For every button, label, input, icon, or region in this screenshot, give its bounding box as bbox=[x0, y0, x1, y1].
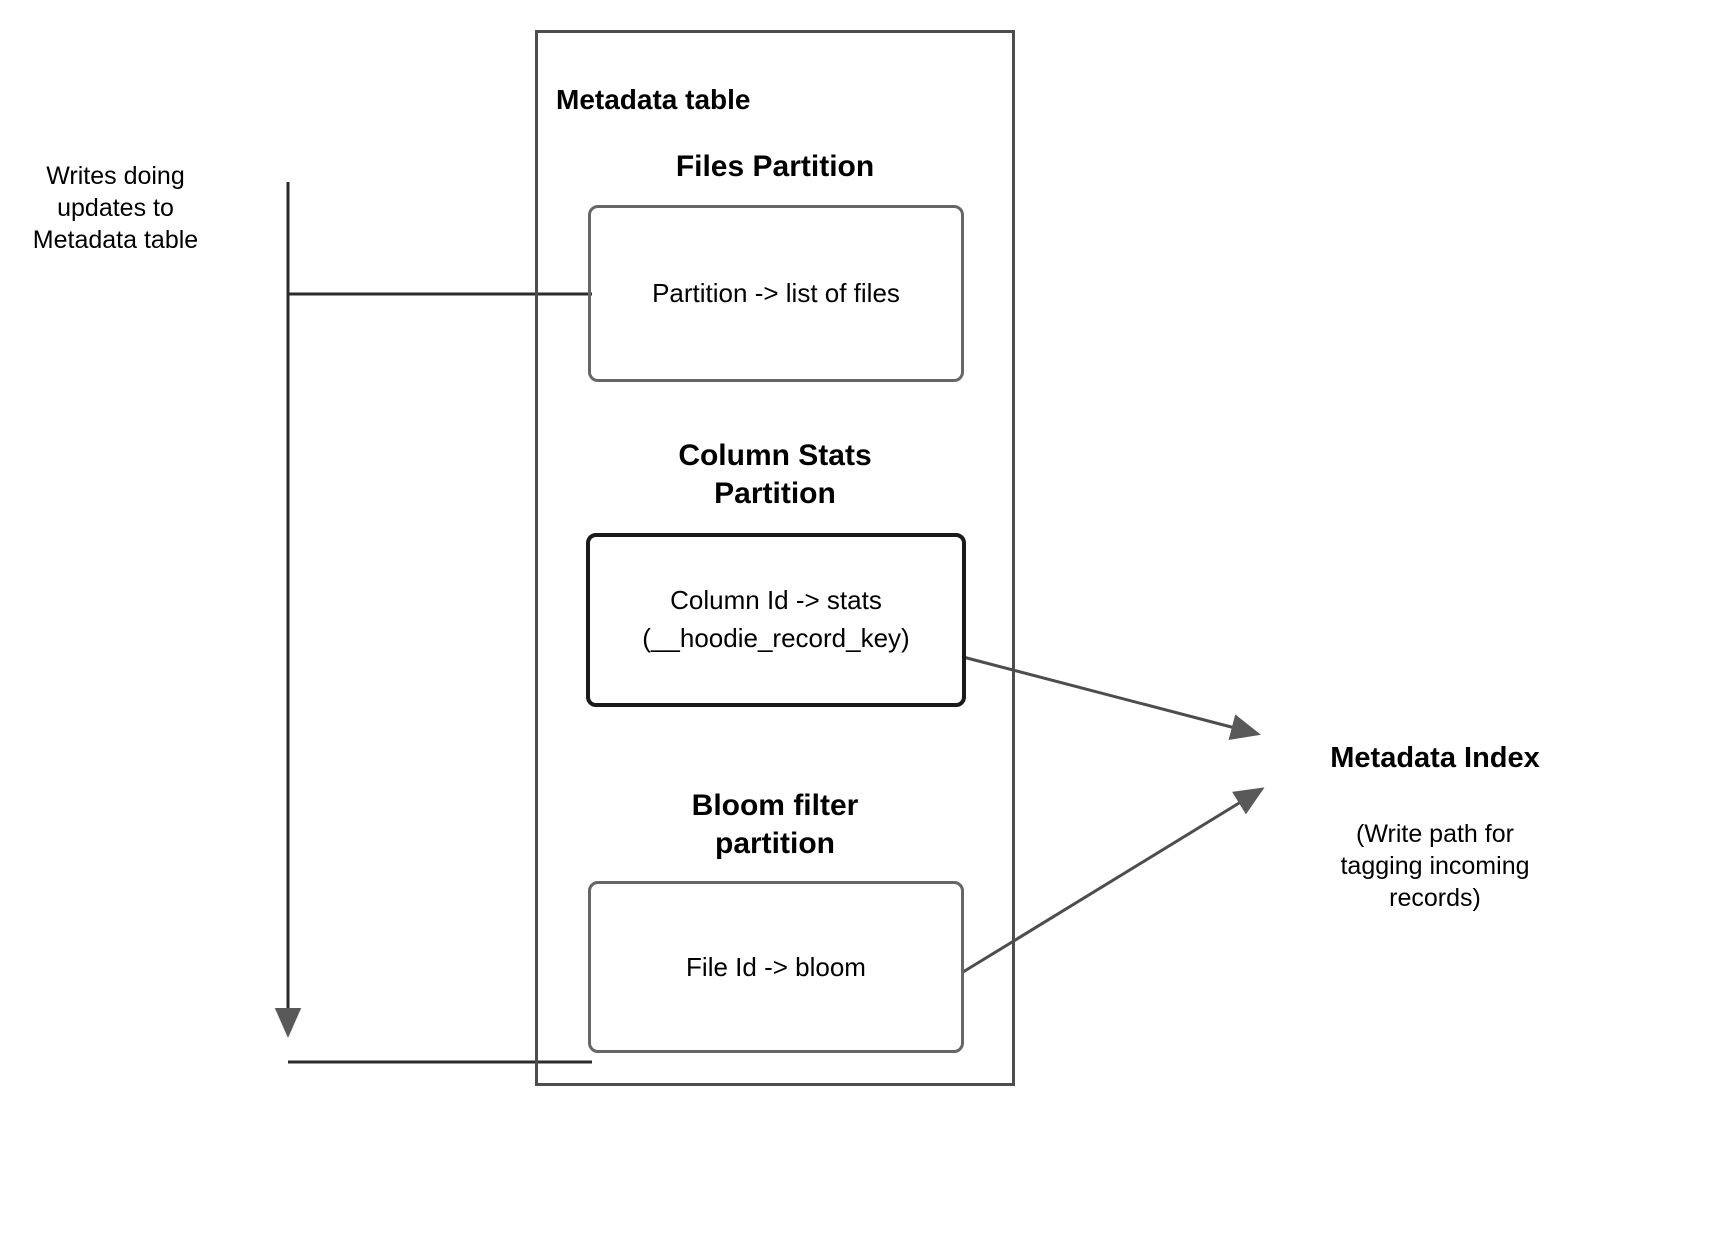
files-partition-heading: Files Partition bbox=[675, 150, 875, 183]
bloom-filter-partition-box-text: File Id -> bloom bbox=[686, 951, 866, 982]
column-stats-partition-box-text: Column Id -> stats (__hoodie_record_key) bbox=[642, 585, 910, 653]
files-partition-box: Partition -> list of files bbox=[588, 205, 964, 382]
column-stats-partition-heading: Column Stats Partition bbox=[678, 439, 872, 511]
bloom-filter-partition-box: File Id -> bloom bbox=[588, 881, 964, 1053]
column-stats-partition-box: Column Id -> stats (__hoodie_record_key) bbox=[586, 533, 966, 707]
metadata-table-label: Metadata table bbox=[556, 84, 751, 115]
metadata-table-container bbox=[535, 30, 1015, 1086]
bloom-filter-partition-heading: Bloom filter partition bbox=[691, 789, 859, 861]
writes-note-label: Writes doing updates to Metadata table bbox=[32, 162, 199, 254]
metadata-index-title: Metadata Index bbox=[1330, 742, 1540, 774]
metadata-index-subtitle: (Write path for tagging incoming records… bbox=[1340, 820, 1530, 912]
files-partition-box-text: Partition -> list of files bbox=[652, 278, 900, 308]
